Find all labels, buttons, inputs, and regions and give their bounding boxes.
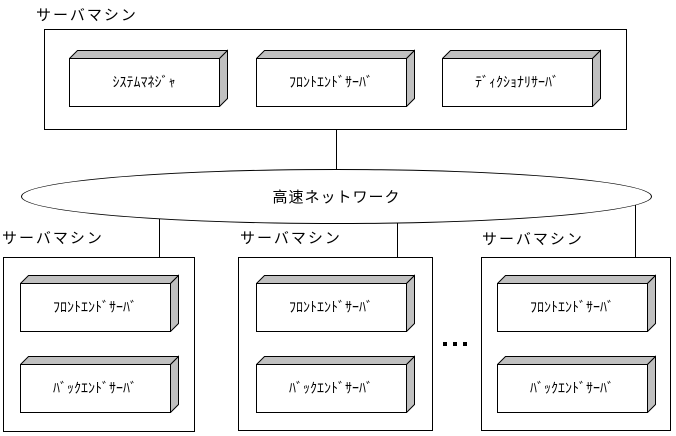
- top-machine-box: [44, 29, 627, 130]
- server-box-front-end-2: ﾌﾛﾝﾄｴﾝﾄﾞｻｰﾊﾞ: [256, 274, 415, 332]
- box-top-face: [256, 356, 415, 365]
- server-box-label: ﾃﾞｨｸｼｮﾅﾘｻｰﾊﾞ: [475, 75, 559, 91]
- network-label: 高速ネットワーク: [272, 188, 401, 206]
- box-side-face: [170, 274, 179, 332]
- box-top-face: [69, 50, 228, 59]
- box-side-face: [592, 49, 601, 107]
- box-side-face: [170, 355, 179, 413]
- box-top-face: [497, 356, 656, 365]
- bottom-machine-2-box: [238, 257, 433, 431]
- box-front-face: [256, 58, 407, 107]
- box-front-face: [497, 364, 648, 413]
- box-side-face: [406, 274, 415, 332]
- server-box-front-end-1: ﾌﾛﾝﾄｴﾝﾄﾞｻｰﾊﾞ: [20, 274, 179, 332]
- box-front-face: [497, 283, 648, 332]
- box-side-face: [219, 49, 228, 107]
- bottom-machine-3-box: [481, 257, 671, 431]
- server-box-label: ﾌﾛﾝﾄｴﾝﾄﾞｻｰﾊﾞ: [289, 300, 373, 316]
- box-front-face: [256, 364, 407, 413]
- server-box-back-end-1: ﾊﾞｯｸｴﾝﾄﾞｻｰﾊﾞ: [20, 355, 179, 413]
- box-top-face: [442, 50, 601, 59]
- server-box-system-manager: ｼｽﾃﾑﾏﾈｼﾞｬ: [69, 49, 228, 107]
- server-box-label: ﾊﾞｯｸｴﾝﾄﾞｻｰﾊﾞ: [53, 381, 137, 397]
- box-front-face: [20, 283, 171, 332]
- box-side-face: [406, 49, 415, 107]
- server-box-label: ﾌﾛﾝﾄｴﾝﾄﾞｻｰﾊﾞ: [289, 75, 373, 91]
- server-box-label: ﾌﾛﾝﾄｴﾝﾄﾞｻｰﾊﾞ: [53, 300, 137, 316]
- bottom-machine-1-box: [3, 257, 195, 432]
- box-top-face: [20, 275, 179, 284]
- box-top-face: [256, 275, 415, 284]
- server-box-label: ﾌﾛﾝﾄｴﾝﾄﾞｻｰﾊﾞ: [530, 300, 614, 316]
- dot: [453, 342, 457, 346]
- dot: [463, 342, 467, 346]
- server-box-label: ｼｽﾃﾑﾏﾈｼﾞｬ: [113, 75, 176, 91]
- server-box-label: ﾊﾞｯｸｴﾝﾄﾞｻｰﾊﾞ: [530, 381, 614, 397]
- connector-bottom-machine-1: [159, 196, 160, 257]
- connector-bottom-machine-3: [635, 196, 636, 258]
- box-top-face: [20, 356, 179, 365]
- server-box-back-end-2: ﾊﾞｯｸｴﾝﾄﾞｻｰﾊﾞ: [256, 355, 415, 413]
- box-side-face: [406, 355, 415, 413]
- server-box-front-end-top: ﾌﾛﾝﾄｴﾝﾄﾞｻｰﾊﾞ: [256, 49, 415, 107]
- network-ellipse: 高速ネットワーク: [21, 169, 652, 224]
- box-front-face: [256, 283, 407, 332]
- box-side-face: [647, 274, 656, 332]
- box-side-face: [647, 355, 656, 413]
- server-box-dictionary: ﾃﾞｨｸｼｮﾅﾘｻｰﾊﾞ: [442, 49, 601, 107]
- server-box-front-end-3: ﾌﾛﾝﾄｴﾝﾄﾞｻｰﾊﾞ: [497, 274, 656, 332]
- ellipsis-dots: [443, 342, 467, 346]
- top-machine-label: サーバマシン: [36, 6, 138, 24]
- box-front-face: [20, 364, 171, 413]
- server-box-label: ﾊﾞｯｸｴﾝﾄﾞｻｰﾊﾞ: [289, 381, 373, 397]
- bottom-machine-2-label: サーバマシン: [240, 229, 342, 247]
- box-front-face: [442, 58, 593, 107]
- server-box-back-end-3: ﾊﾞｯｸｴﾝﾄﾞｻｰﾊﾞ: [497, 355, 656, 413]
- box-top-face: [497, 275, 656, 284]
- box-front-face: [69, 58, 220, 107]
- bottom-machine-1-label: サーバマシン: [2, 229, 104, 247]
- bottom-machine-3-label: サーバマシン: [482, 230, 584, 248]
- connector-top-machine: [336, 130, 337, 172]
- dot: [443, 342, 447, 346]
- connector-bottom-machine-2: [397, 196, 398, 257]
- box-top-face: [256, 50, 415, 59]
